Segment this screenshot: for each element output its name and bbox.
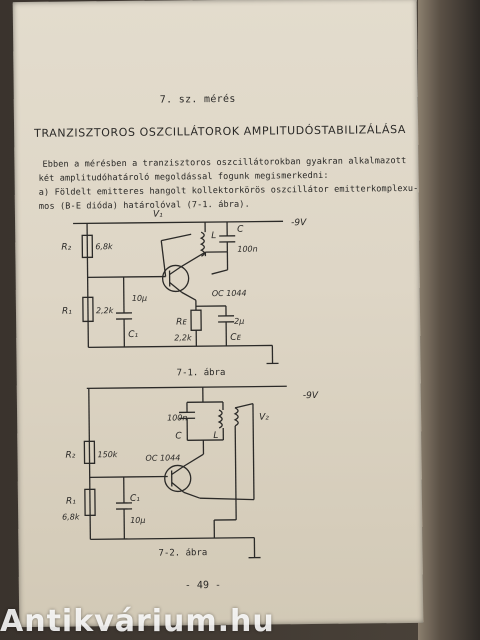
- supply-label: -9V: [291, 218, 307, 228]
- r2-label-2: R₂: [65, 450, 75, 460]
- v1-label: V₁: [153, 210, 163, 220]
- v2-label: V₂: [259, 412, 269, 422]
- transistor-label-2: OC 1044: [145, 453, 180, 462]
- book-spine: [418, 0, 480, 640]
- inductor-label: L: [211, 231, 216, 241]
- capacitor-value-2: 100n: [167, 413, 187, 422]
- c1-value-2: 10µ: [130, 516, 145, 525]
- r2-label: R₂: [61, 243, 71, 253]
- r1-label: R₁: [62, 307, 72, 317]
- re-label: Rᴇ: [176, 317, 187, 327]
- r2-value: 6,8k: [95, 242, 113, 251]
- c1-label-2: C₁: [130, 494, 140, 504]
- c1-value: 10µ: [132, 294, 147, 303]
- book-page: 7. sz. mérés TRANZISZTOROS OSZCILLÁTOROK…: [12, 0, 424, 628]
- re-value: 2,2k: [174, 333, 192, 342]
- capacitor-label: C: [237, 225, 244, 235]
- inductor-label-2: L: [213, 431, 218, 441]
- ce-label: Cᴇ: [230, 333, 241, 343]
- r1-value-2: 6,8k: [62, 512, 80, 521]
- r1-value: 2,2k: [96, 306, 114, 315]
- ce-value: 2µ: [234, 317, 244, 326]
- page-number: - 49 -: [184, 579, 222, 592]
- figure-2-caption: 7-2. ábra: [158, 548, 208, 559]
- circuit-diagram-7-2: -9V 100n C L V₂ R₂ 150k OC 1044 R₁ 6,8k …: [62, 385, 319, 559]
- circuit-diagram-7-1: V₁ L C 100n -9V R₂ 6,8k R₁ 2,2k 10µ C₁ O…: [61, 210, 307, 365]
- r2-value-2: 150k: [97, 450, 117, 459]
- r1-label-2: R₁: [66, 496, 76, 506]
- transistor-label: OC 1044: [212, 289, 247, 298]
- c1-label: C₁: [128, 330, 138, 340]
- capacitor-value: 100n: [237, 245, 257, 254]
- capacitor-label-2: C: [175, 431, 182, 441]
- supply-label-2: -9V: [303, 391, 319, 401]
- watermark-text: Antikvárium.hu: [0, 604, 275, 639]
